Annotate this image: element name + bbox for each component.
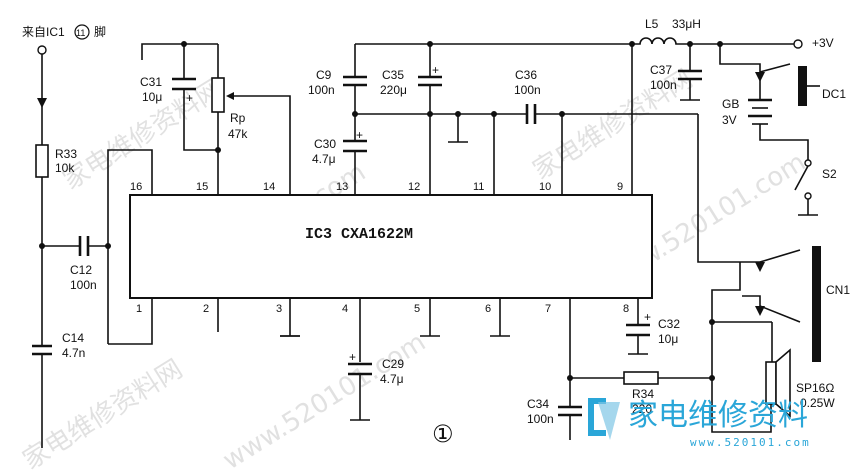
watermark-text: 家电维修资料网	[18, 354, 188, 474]
input-suffix: 脚	[94, 24, 106, 39]
logo-url: www.520101.com	[690, 436, 811, 449]
c35-name: C35	[382, 68, 404, 82]
c12-name: C12	[70, 263, 92, 277]
watermark-url: www.520101.com	[218, 327, 431, 474]
c32-name: C32	[658, 317, 680, 331]
speaker-value: 0.25W	[800, 396, 835, 410]
c14-value: 4.7n	[62, 346, 85, 360]
c29-value: 4.7μ	[380, 372, 404, 386]
input-label: 来自IC1	[22, 25, 65, 39]
pin-7: 7	[545, 303, 551, 315]
c29-name: C29	[382, 357, 404, 371]
input-pin-number: 11	[76, 28, 85, 38]
s2-label: S2	[822, 167, 837, 181]
r33-name: R33	[55, 147, 77, 161]
ic3-chip	[129, 194, 653, 299]
pin-15: 15	[196, 181, 208, 193]
c36-value: 100n	[514, 83, 541, 97]
c12-value: 100n	[70, 278, 97, 292]
l5-name: L5	[645, 17, 659, 31]
rp-wiper-arrow	[226, 92, 234, 100]
c30-plus: +	[356, 128, 363, 142]
l5-inductor	[632, 37, 690, 45]
r34-value: 220	[632, 402, 652, 416]
c9-value: 100n	[308, 83, 335, 97]
rp-name: Rp	[230, 111, 246, 125]
pin-3: 3	[276, 303, 282, 315]
gb-value: 3V	[722, 113, 737, 127]
c34-name: C34	[527, 397, 549, 411]
dc1-contact-arrow	[755, 72, 765, 82]
cn1-label: CN1	[826, 283, 850, 297]
c35-plus: +	[432, 63, 439, 77]
pin-6: 6	[485, 303, 491, 315]
dc1-jack	[798, 66, 807, 106]
pin-5: 5	[414, 303, 420, 315]
r34-name: R34	[632, 387, 654, 401]
pin-12: 12	[408, 181, 420, 193]
pin-2: 2	[203, 303, 209, 315]
pin-16: 16	[130, 181, 142, 193]
pin-10: 10	[539, 181, 551, 193]
c37-value: 100n	[650, 78, 677, 92]
s2-switch	[804, 159, 812, 167]
pin-1: 1	[136, 303, 142, 315]
logo-title: 家电维修资料	[628, 398, 808, 433]
pin-13: 13	[336, 181, 348, 193]
signal-arrow	[37, 98, 47, 108]
c32-plus: +	[644, 310, 651, 324]
c36-name: C36	[515, 68, 537, 82]
c31-name: C31	[140, 75, 162, 89]
input-pin-circle	[74, 24, 90, 40]
pin-14: 14	[263, 181, 275, 193]
pin-4: 4	[342, 303, 348, 315]
c31-value: 10μ	[142, 90, 162, 104]
c14-name: C14	[62, 331, 84, 345]
ic3-label: IC3 CXA1622M	[305, 226, 413, 243]
c37-name: C37	[650, 63, 672, 77]
pin-9: 9	[617, 181, 623, 193]
c32-value: 10μ	[658, 332, 678, 346]
gb-name: GB	[722, 97, 739, 111]
r34-resistor	[623, 371, 659, 385]
r33-resistor	[35, 144, 49, 178]
l5-value: 33μH	[672, 17, 701, 31]
dc1-label: DC1	[822, 87, 846, 101]
figure-number: ①	[432, 420, 454, 448]
c35-value: 220μ	[380, 83, 407, 97]
site-logo: 家电维修资料 www.520101.com	[588, 398, 811, 449]
c29-plus: +	[349, 350, 356, 364]
supply-terminal	[793, 39, 803, 49]
pin-8: 8	[623, 303, 629, 315]
c30-value: 4.7μ	[312, 152, 336, 166]
cn1-contact-arrow	[755, 262, 765, 272]
c31-plus: +	[186, 91, 193, 105]
pin-11: 11	[473, 181, 484, 193]
c30-name: C30	[314, 137, 336, 151]
c9-name: C9	[316, 68, 332, 82]
supply-label: +3V	[812, 36, 834, 50]
r33-value: 10k	[55, 161, 75, 175]
rp-value: 47k	[228, 127, 248, 141]
rp-potentiometer	[211, 77, 225, 113]
input-terminal	[37, 45, 47, 55]
c34-value: 100n	[527, 412, 554, 426]
speaker-name: SP16Ω	[796, 381, 834, 395]
cn1-jack	[812, 246, 821, 362]
